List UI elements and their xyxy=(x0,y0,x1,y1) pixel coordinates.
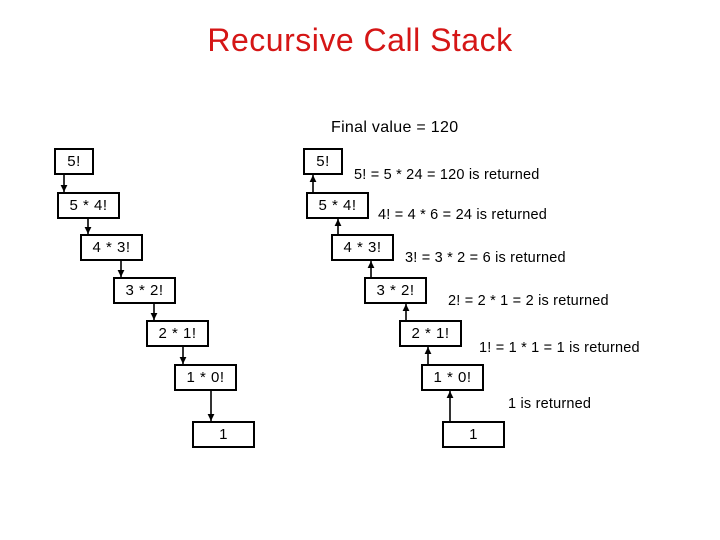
stack-arrow-up xyxy=(400,303,413,321)
stack-arrow-down xyxy=(148,303,161,321)
stack-arrow-down xyxy=(115,260,128,278)
page-title: Recursive Call Stack xyxy=(207,22,513,58)
return-annotation: 3! = 3 * 2 = 6 is returned xyxy=(405,250,566,266)
return-annotation: 4! = 4 * 6 = 24 is returned xyxy=(378,207,548,223)
stack-arrow-down xyxy=(58,174,71,193)
stack-frame-box: 1 * 0! xyxy=(174,364,237,391)
stack-frame-box: 5 * 4! xyxy=(57,192,120,219)
stack-frame-box: 4 * 3! xyxy=(80,234,143,261)
stack-frame-box: 1 xyxy=(192,421,255,448)
stack-arrow-up xyxy=(332,218,345,235)
stack-frame-box: 3 * 2! xyxy=(113,277,176,304)
stack-frame-box: 5! xyxy=(303,148,343,175)
stack-frame-box: 5 * 4! xyxy=(306,192,369,219)
stack-frame-box: 1 * 0! xyxy=(421,364,484,391)
return-annotation: 5! = 5 * 24 = 120 is returned xyxy=(354,167,540,183)
stack-arrow-up xyxy=(444,390,457,422)
stack-arrow-down xyxy=(205,390,218,422)
stack-arrow-down xyxy=(177,346,190,365)
final-value-label: Final value = 120 xyxy=(331,119,459,136)
stack-frame-box: 2 * 1! xyxy=(146,320,209,347)
stack-frame-box: 2 * 1! xyxy=(399,320,462,347)
stack-frame-box: 5! xyxy=(54,148,94,175)
stack-arrow-up xyxy=(307,174,320,193)
stack-arrow-up xyxy=(422,346,435,365)
return-annotation: 1 is returned xyxy=(508,396,592,412)
return-annotation: 1! = 1 * 1 = 1 is returned xyxy=(479,340,640,356)
stack-frame-box: 4 * 3! xyxy=(331,234,394,261)
stack-arrow-down xyxy=(82,218,95,235)
return-annotation: 2! = 2 * 1 = 2 is returned xyxy=(448,293,609,309)
stack-frame-box: 3 * 2! xyxy=(364,277,427,304)
stack-frame-box: 1 xyxy=(442,421,505,448)
stack-arrow-up xyxy=(365,260,378,278)
